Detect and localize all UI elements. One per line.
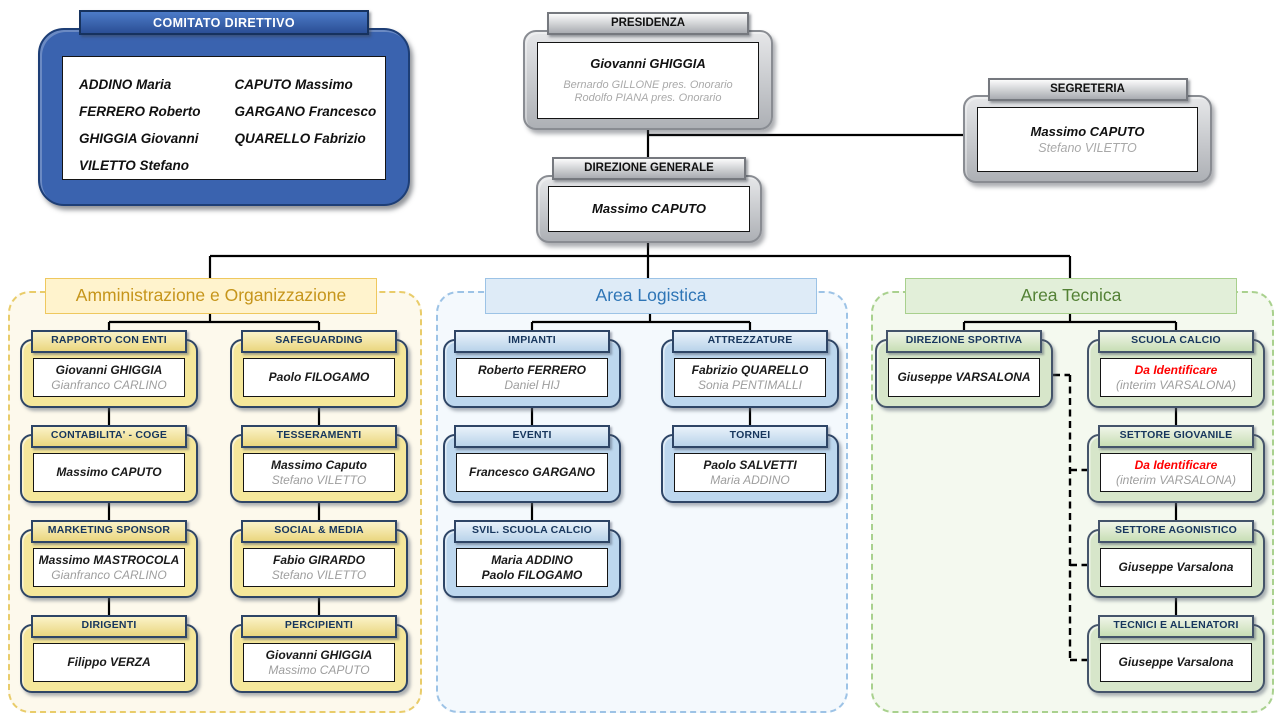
comitato-direttivo-body: ADDINO Maria FERRERO Roberto GHIGGIA Gio… (38, 28, 410, 206)
segreteria-person: Massimo CAPUTO (1030, 123, 1145, 139)
presidenza-honorary-2: Rodolfo PIANA pres. Onorario (574, 92, 722, 104)
area-header-logistica: Area Logistica (485, 278, 817, 314)
person-secondary: Paolo FILOGAMO (481, 567, 583, 582)
node-tecnici-e-allenatori: TECNICI E ALLENATORI Giuseppe Varsalona (1087, 615, 1265, 693)
node-title: DIREZIONE SPORTIVA (886, 330, 1042, 353)
person-secondary: (interim VARSALONA) (1115, 377, 1237, 392)
person-secondary: Massimo CAPUTO (268, 662, 370, 677)
member-name: QUARELLO Fabrizio (234, 131, 366, 146)
solid-connectors (107, 114, 1178, 618)
person-primary: Massimo CAPUTO (56, 465, 162, 479)
person-primary: Giovanni GHIGGIA (265, 647, 373, 662)
node-percipienti: PERCIPIENTI Giovanni GHIGGIA Massimo CAP… (230, 615, 408, 693)
member-name: GHIGGIA Giovanni (79, 131, 199, 146)
segreteria-title: SEGRETERIA (987, 78, 1188, 101)
member-name: CAPUTO Massimo (234, 77, 353, 92)
node-tornei: TORNEI Paolo SALVETTI Maria ADDINO (661, 425, 839, 503)
node-tesseramenti: TESSERAMENTI Massimo Caputo Stefano VILE… (230, 425, 408, 503)
node-scuola-calcio: SCUOLA CALCIO Da Identificare (interim V… (1087, 330, 1265, 408)
node-title: TECNICI E ALLENATORI (1098, 615, 1254, 638)
person-primary: Giuseppe Varsalona (1118, 560, 1234, 574)
direzione-generale-body: Massimo CAPUTO (536, 175, 762, 243)
person-secondary: Daniel HIJ (504, 377, 560, 392)
node-social-media: SOCIAL & MEDIA Fabio GIRARDO Stefano VIL… (230, 520, 408, 598)
area-header-amministrazione: Amministrazione e Organizzazione (45, 278, 377, 314)
person-primary: Da Identificare (1134, 362, 1218, 377)
person-secondary: Stefano VILETTO (271, 567, 367, 582)
node-title: ATTREZZATURE (672, 330, 828, 353)
direzione-generale-title: DIREZIONE GENERALE (552, 157, 746, 180)
node-title: TESSERAMENTI (241, 425, 397, 448)
member-name: GARGANO Francesco (234, 104, 377, 119)
node-title: PERCIPIENTI (241, 615, 397, 638)
dashed-connectors (1053, 373, 1089, 662)
direzione-generale-box: DIREZIONE GENERALE Massimo CAPUTO (536, 157, 762, 243)
node-title: RAPPORTO CON ENTI (31, 330, 187, 353)
node-title: CONTABILITA' - COGE (31, 425, 187, 448)
presidenza-honorary-1: Bernardo GILLONE pres. Onorario (563, 78, 733, 91)
node-title: IMPIANTI (454, 330, 610, 353)
node-settore-giovanile: SETTORE GIOVANILE Da Identificare (inter… (1087, 425, 1265, 503)
person-primary: Francesco GARGANO (468, 465, 596, 479)
direzione-generale-person: Massimo CAPUTO (592, 201, 706, 216)
person-primary: Fabio GIRARDO (273, 552, 365, 567)
person-primary: Massimo MASTROCOLA (38, 552, 180, 567)
presidenza-box: PRESIDENZA Giovanni GHIGGIA Bernardo GIL… (523, 12, 773, 130)
node-direzione-sportiva: DIREZIONE SPORTIVA Giuseppe VARSALONA (875, 330, 1053, 408)
node-attrezzature: ATTREZZATURE Fabrizio QUARELLO Sonia PEN… (661, 330, 839, 408)
node-rapporto-con-enti: RAPPORTO CON ENTI Giovanni GHIGGIA Gianf… (20, 330, 198, 408)
person-primary: Giuseppe Varsalona (1118, 655, 1234, 669)
person-secondary: Gianfranco CARLINO (51, 567, 167, 582)
node-title: EVENTI (454, 425, 610, 448)
person-secondary: Maria ADDINO (710, 472, 790, 487)
person-primary: Fabrizio QUARELLO (691, 362, 809, 377)
node-impianti: IMPIANTI Roberto FERRERO Daniel HIJ (443, 330, 621, 408)
person-primary: Da Identificare (1134, 457, 1218, 472)
person-primary: Giuseppe VARSALONA (897, 370, 1031, 384)
node-title: SCUOLA CALCIO (1098, 330, 1254, 353)
area-header-tecnica: Area Tecnica (905, 278, 1237, 314)
comitato-column-1: ADDINO Maria FERRERO Roberto GHIGGIA Gio… (79, 71, 201, 179)
person-secondary: Gianfranco CARLINO (51, 377, 167, 392)
segreteria-box: SEGRETERIA Massimo CAPUTO Stefano VILETT… (963, 78, 1212, 183)
person-secondary: (interim VARSALONA) (1115, 472, 1237, 487)
presidenza-person: Giovanni GHIGGIA (590, 55, 706, 71)
person-primary: Giovanni GHIGGIA (55, 362, 163, 377)
node-title: DIRIGENTI (31, 615, 187, 638)
node-title: SOCIAL & MEDIA (241, 520, 397, 543)
person-primary: Filippo VERZA (67, 655, 151, 669)
node-title: MARKETING SPONSOR (31, 520, 187, 543)
node-marketing-sponsor: MARKETING SPONSOR Massimo MASTROCOLA Gia… (20, 520, 198, 598)
node-eventi: EVENTI Francesco GARGANO (443, 425, 621, 503)
comitato-direttivo-list: ADDINO Maria FERRERO Roberto GHIGGIA Gio… (62, 56, 386, 180)
node-title: SETTORE AGONISTICO (1098, 520, 1254, 543)
node-title: SVIL. SCUOLA CALCIO (454, 520, 610, 543)
member-name: VILETTO Stefano (79, 158, 190, 173)
node-svil-scuola-calcio: SVIL. SCUOLA CALCIO Maria ADDINO Paolo F… (443, 520, 621, 598)
node-settore-agonistico: SETTORE AGONISTICO Giuseppe Varsalona (1087, 520, 1265, 598)
node-title: SAFEGUARDING (241, 330, 397, 353)
segreteria-person-secondary: Stefano VILETTO (1038, 140, 1137, 155)
node-title: SETTORE GIOVANILE (1098, 425, 1254, 448)
presidenza-title: PRESIDENZA (547, 12, 749, 35)
node-contabilita-coge: CONTABILITA' - COGE Massimo CAPUTO (20, 425, 198, 503)
person-secondary: Sonia PENTIMALLI (697, 377, 803, 392)
comitato-column-2: CAPUTO Massimo GARGANO Francesco QUARELL… (235, 71, 377, 179)
segreteria-body: Massimo CAPUTO Stefano VILETTO (963, 95, 1212, 183)
person-secondary: Stefano VILETTO (271, 472, 367, 487)
person-primary: Roberto FERRERO (478, 362, 586, 377)
node-safeguarding: SAFEGUARDING Paolo FILOGAMO (230, 330, 408, 408)
comitato-direttivo-box: COMITATO DIRETTIVO ADDINO Maria FERRERO … (38, 10, 410, 206)
person-primary: Paolo SALVETTI (703, 457, 797, 472)
person-primary: Paolo FILOGAMO (268, 370, 370, 384)
presidenza-body: Giovanni GHIGGIA Bernardo GILLONE pres. … (523, 30, 773, 130)
comitato-direttivo-title: COMITATO DIRETTIVO (79, 10, 369, 35)
member-name: ADDINO Maria (79, 77, 172, 92)
node-title: TORNEI (672, 425, 828, 448)
person-primary: Maria ADDINO (491, 552, 573, 567)
person-primary: Massimo Caputo (270, 457, 367, 472)
node-dirigenti: DIRIGENTI Filippo VERZA (20, 615, 198, 693)
member-name: FERRERO Roberto (79, 104, 201, 119)
